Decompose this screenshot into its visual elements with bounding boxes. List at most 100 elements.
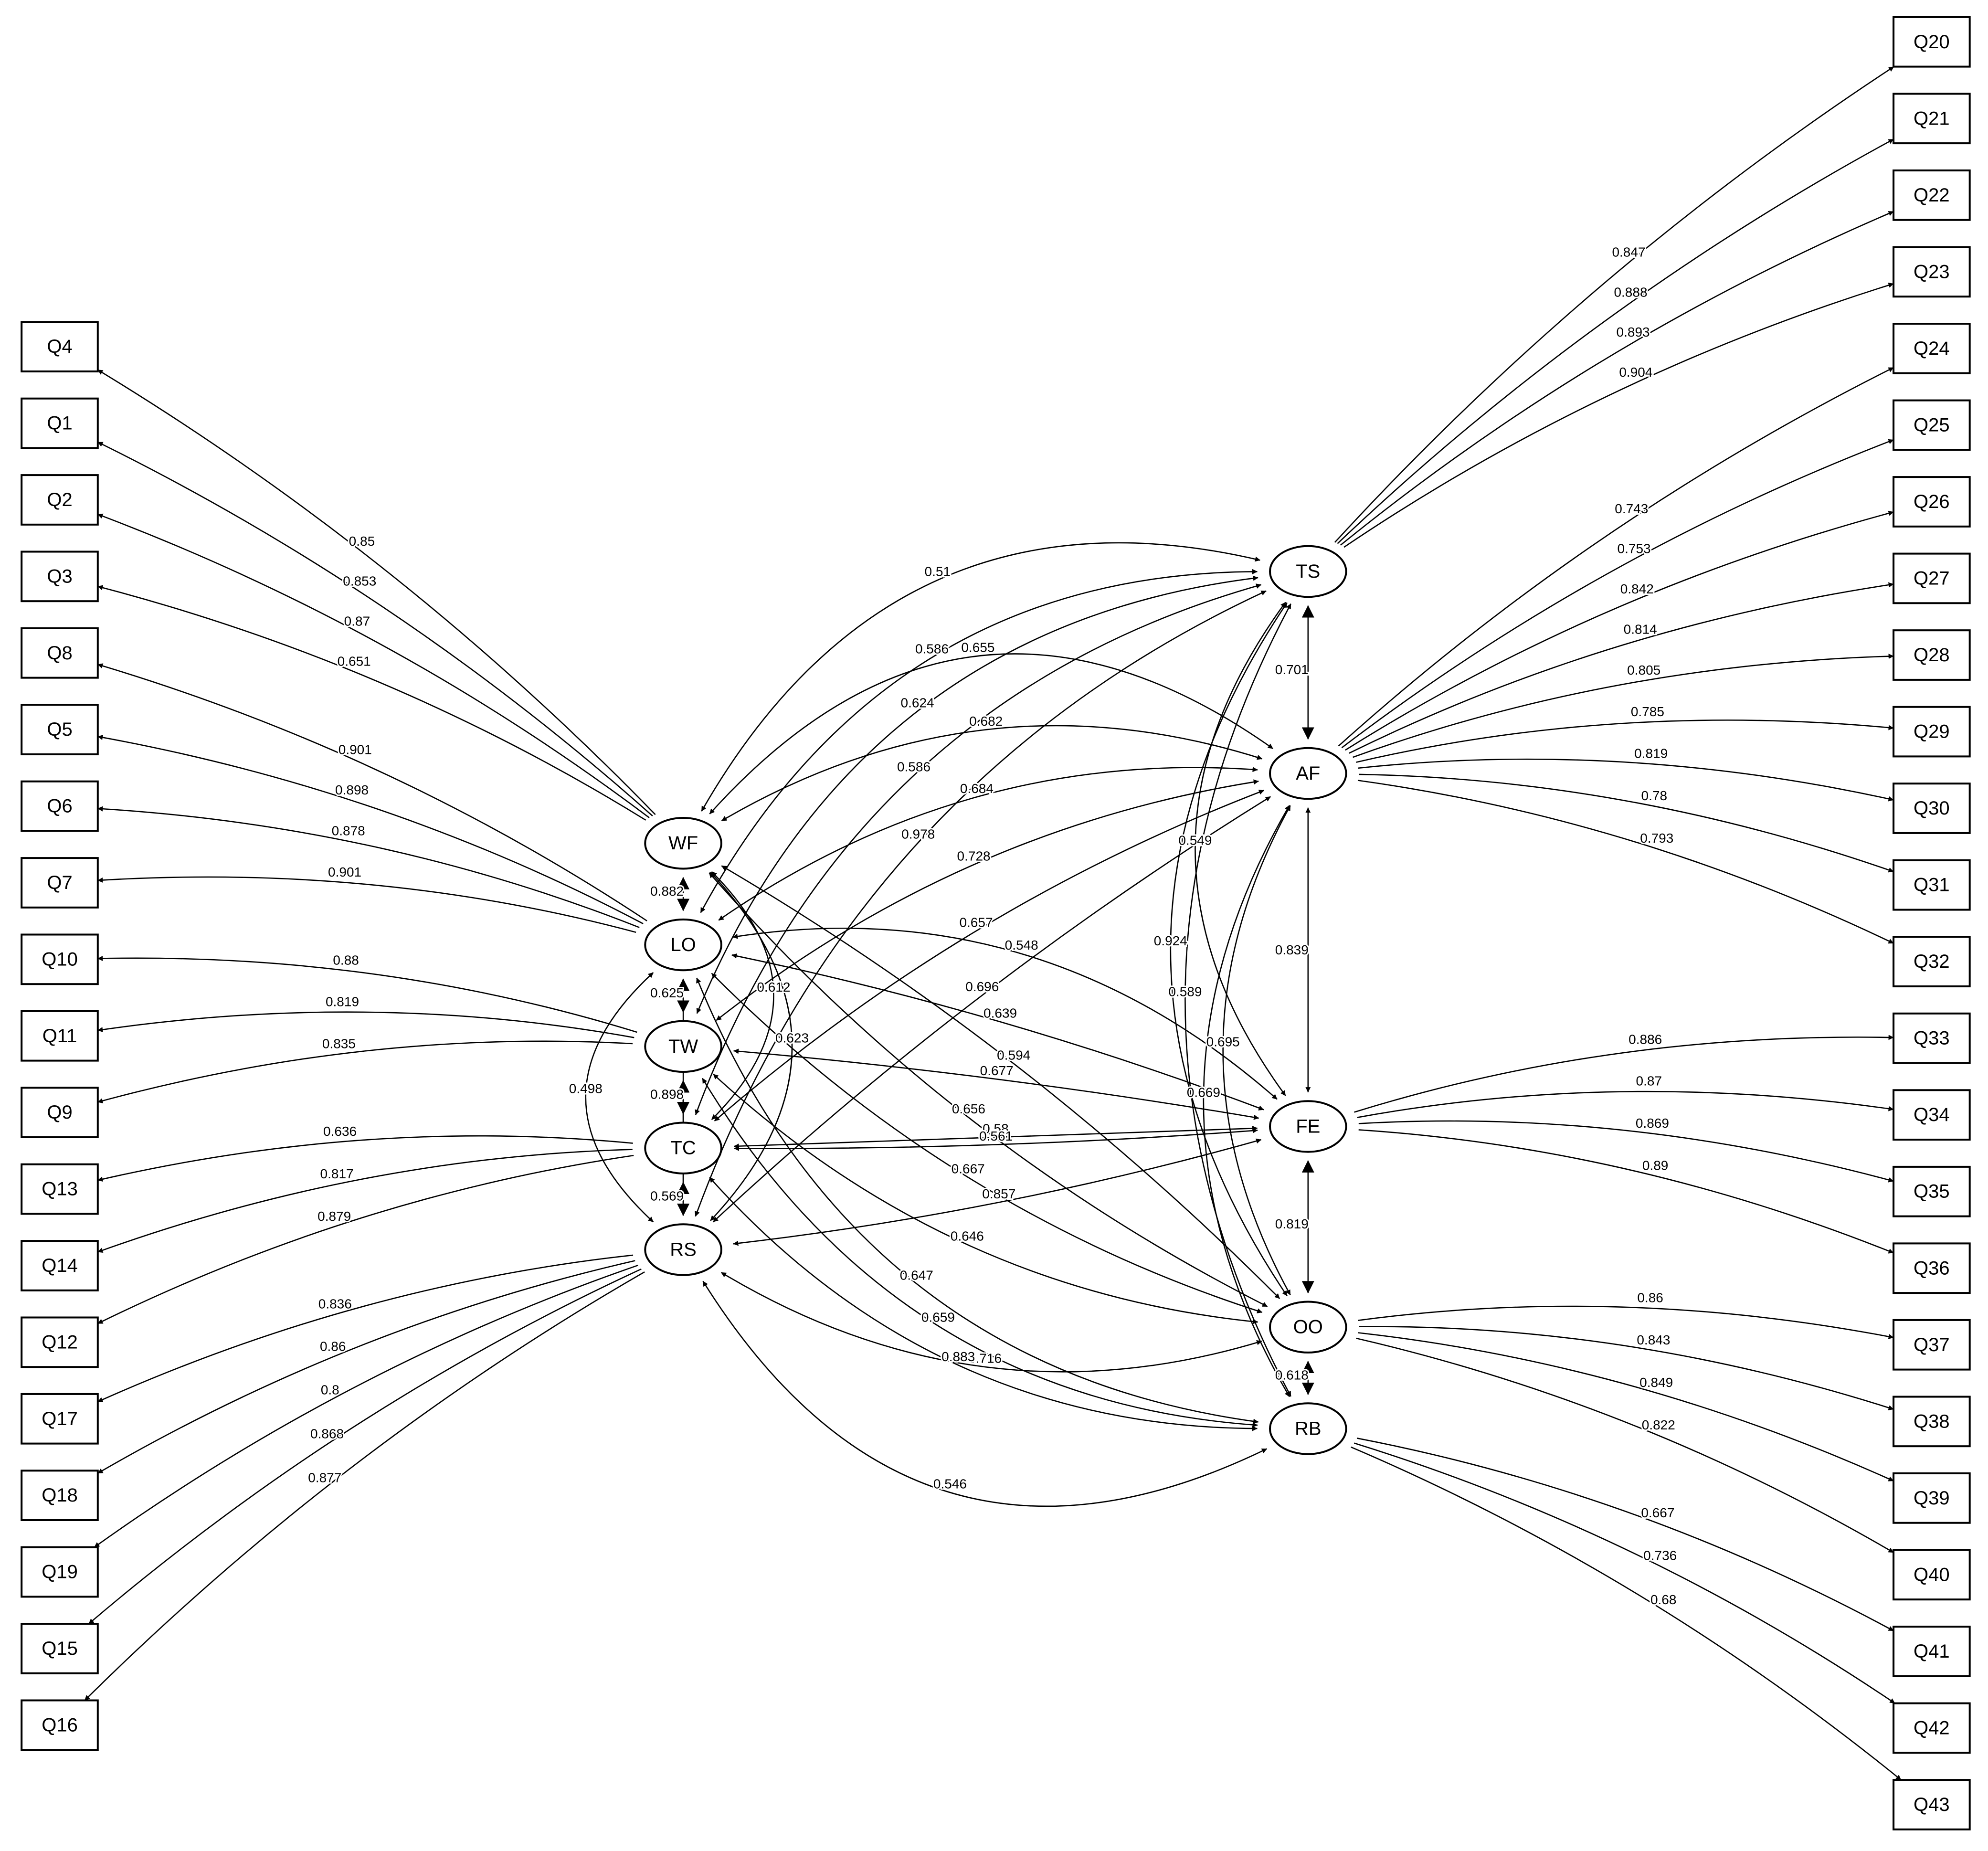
nodes-layer: WFLOTWTCRSTSAFFEOORBQ1Q2Q3Q4Q5Q6Q7Q8Q9Q1… [21, 16, 1971, 1830]
indicator-label: Q42 [1914, 1717, 1950, 1738]
correlation-label-20: 0.548 [1005, 938, 1038, 952]
latent-node-oo: OO [1269, 1301, 1347, 1354]
indicator-node-q20: Q20 [1893, 16, 1971, 68]
loading-label-q35: 0.869 [1636, 1116, 1669, 1131]
indicator-box [1893, 246, 1971, 298]
loading-label-q17: 0.836 [318, 1297, 352, 1312]
correlation-label-17: 0.624 [901, 695, 934, 710]
indicator-label: Q43 [1914, 1794, 1950, 1815]
indicator-label: Q6 [47, 796, 72, 817]
loading-label-q32: 0.793 [1640, 831, 1673, 846]
correlation-edge-rs-ts-19 [695, 590, 1267, 1217]
indicator-node-q35: Q35 [1893, 1165, 1971, 1217]
correlation-edge-wf-tc-8 [711, 871, 774, 1121]
correlation-label-5: 0.839 [1275, 942, 1309, 957]
latent-label: AF [1296, 763, 1320, 784]
loading-edge-rb-q42 [1354, 1442, 1895, 1704]
indicator-node-q5: Q5 [21, 704, 99, 756]
loading-label-q25: 0.753 [1618, 541, 1651, 556]
latent-label: OO [1293, 1317, 1323, 1338]
loading-edge-rb-q41 [1356, 1438, 1894, 1631]
correlation-label-2: 0.898 [650, 1087, 684, 1102]
loading-edge-rb-q43 [1351, 1446, 1902, 1781]
loading-edge-oo-q40 [1356, 1337, 1894, 1553]
correlation-label-14: 0.51 [925, 564, 951, 579]
indicator-node-q13: Q13 [21, 1163, 99, 1215]
loading-edge-af-q32 [1357, 780, 1894, 944]
indicator-box [21, 397, 99, 449]
loading-label-q1: 0.853 [343, 574, 376, 589]
latent-label: FE [1296, 1116, 1320, 1137]
correlation-label-23: 0.728 [957, 849, 991, 864]
indicator-box [21, 1470, 99, 1522]
indicator-box [21, 1087, 99, 1139]
loading-edge-oo-q38 [1359, 1326, 1894, 1410]
indicator-node-q1: Q1 [21, 397, 99, 449]
correlation-label-3: 0.569 [650, 1189, 684, 1204]
loading-edge-tw-q10 [97, 955, 637, 1033]
indicator-label: Q27 [1914, 568, 1950, 589]
indicator-node-q41: Q41 [1893, 1626, 1971, 1677]
indicator-box [1893, 93, 1971, 145]
loading-label-q22: 0.893 [1617, 325, 1650, 339]
indicator-label: Q18 [42, 1485, 78, 1506]
correlation-label-40: 0.716 [968, 1351, 1002, 1366]
loading-label-q12: 0.879 [317, 1209, 351, 1224]
correlation-label-30: 0.695 [1206, 1034, 1240, 1049]
indicator-node-q36: Q36 [1893, 1242, 1971, 1294]
loading-label-q31: 0.78 [1641, 788, 1668, 803]
loading-label-q16: 0.877 [308, 1470, 341, 1485]
indicator-label: Q25 [1914, 414, 1950, 435]
indicator-node-q4: Q4 [21, 321, 99, 372]
indicator-box [1893, 706, 1971, 758]
indicator-box [1893, 1702, 1971, 1754]
indicator-node-q25: Q25 [1893, 399, 1971, 451]
correlation-label-22: 0.684 [960, 781, 994, 796]
indicator-label: Q20 [1914, 32, 1950, 53]
indicator-box [1893, 1319, 1971, 1371]
loading-label-q34: 0.87 [1636, 1074, 1662, 1089]
loading-edge-fe-q35 [1358, 1120, 1894, 1183]
indicator-node-q10: Q10 [21, 933, 99, 985]
latent-ellipse [1269, 1100, 1347, 1153]
loading-edge-ts-q23 [1343, 283, 1894, 548]
indicator-node-q17: Q17 [21, 1393, 99, 1445]
correlation-label-10: 0.498 [569, 1081, 603, 1096]
latent-node-fe: FE [1269, 1100, 1347, 1153]
loading-label-q10: 0.88 [333, 952, 359, 967]
indicator-node-q42: Q42 [1893, 1702, 1971, 1754]
indicator-node-q32: Q32 [1893, 936, 1971, 988]
indicator-label: Q17 [42, 1408, 78, 1429]
indicator-node-q19: Q19 [21, 1546, 99, 1598]
indicator-label: Q38 [1914, 1411, 1950, 1432]
loading-label-q39: 0.849 [1639, 1375, 1673, 1390]
indicator-label: Q23 [1914, 261, 1950, 282]
loading-label-q43: 0.68 [1650, 1592, 1677, 1607]
loading-edge-af-q29 [1356, 719, 1894, 763]
loading-edge-tw-q9 [97, 1040, 633, 1103]
indicator-label: Q40 [1914, 1564, 1950, 1585]
correlation-edge-ts-oo-27 [1170, 602, 1288, 1297]
latent-ellipse [644, 817, 722, 870]
correlation-label-26: 0.549 [1178, 833, 1212, 848]
indicator-box [21, 1546, 99, 1598]
latent-node-lo: LO [644, 918, 722, 972]
loading-edge-af-q28 [1353, 654, 1894, 758]
indicator-node-q8: Q8 [21, 627, 99, 679]
correlation-edge-tw-fe-31 [733, 1048, 1259, 1120]
loading-label-q26: 0.842 [1620, 582, 1654, 596]
loading-edge-af-q27 [1349, 582, 1894, 754]
indicator-box [21, 1316, 99, 1368]
indicator-label: Q15 [42, 1638, 78, 1659]
loading-edge-lo-q7 [97, 876, 636, 933]
correlation-label-34: 0.589 [1168, 984, 1202, 999]
correlation-edge-wf-oo-28 [721, 865, 1280, 1300]
indicator-box [1893, 16, 1971, 68]
loading-label-q36: 0.89 [1642, 1158, 1669, 1173]
correlation-edge-wf-ts-14 [701, 542, 1260, 812]
correlation-label-38: 0.667 [952, 1162, 985, 1176]
loading-label-q5: 0.898 [335, 783, 369, 797]
latent-label: TC [670, 1138, 696, 1159]
indicator-node-q12: Q12 [21, 1316, 99, 1368]
indicator-box [21, 1240, 99, 1291]
